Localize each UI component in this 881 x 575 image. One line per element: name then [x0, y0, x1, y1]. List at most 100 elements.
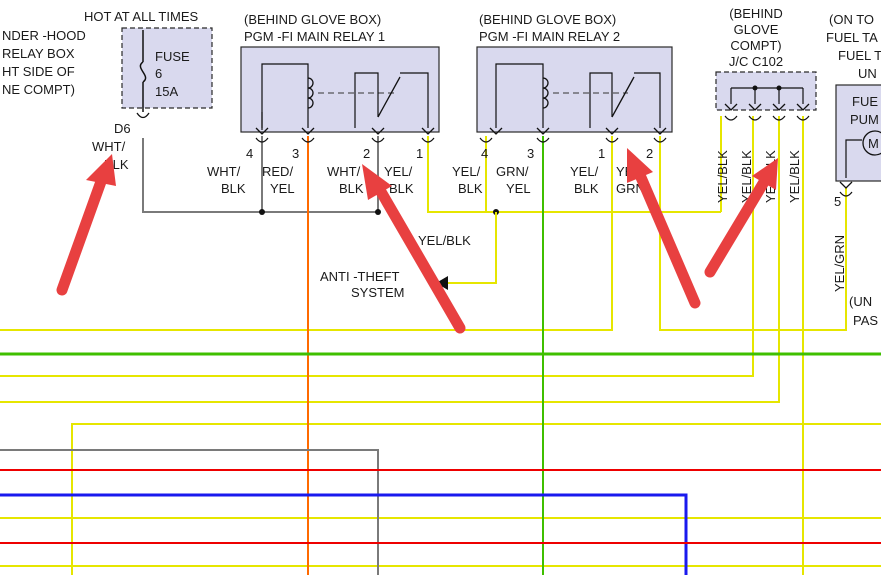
- underhood-line: NDER -HOOD: [2, 28, 86, 43]
- fuel-location: FUEL TA: [826, 30, 878, 45]
- relay-pin-number: 3: [527, 146, 534, 161]
- fuel-location: UN: [858, 66, 877, 81]
- wire-label: YEL/: [384, 164, 413, 179]
- connector-terminal-icon: [653, 137, 667, 143]
- underhood-line: HT SIDE OF: [2, 64, 75, 79]
- connector-terminal-icon: [839, 191, 853, 197]
- underhood-line: NE COMPT): [2, 82, 75, 97]
- motor-label: M: [868, 136, 879, 151]
- wire-label: RED/: [262, 164, 293, 179]
- fuel-pump-label: FUE: [852, 94, 878, 109]
- connector-terminal-icon: [301, 137, 315, 143]
- antitheft-label: SYSTEM: [351, 285, 404, 300]
- wire-yellow-lower: [71, 423, 881, 575]
- motor-icon: [862, 130, 881, 156]
- wire-yel-blk-jc1: [0, 116, 754, 377]
- fuel-pump-lead: [845, 139, 862, 178]
- fuel-pump-label: PUM: [850, 112, 879, 127]
- wire-label: GRN: [616, 181, 645, 196]
- pin-arrow-icon: [371, 127, 385, 135]
- pgm-fi-main-relay-2: (BEHIND GLOVE BOX) PGM -FI MAIN RELAY 2 …: [452, 12, 673, 196]
- relay-pin-number: 4: [246, 146, 253, 161]
- relay-coil-loop: [495, 63, 544, 128]
- relay-coil-loop: [261, 63, 309, 128]
- annotation-arrows: [56, 148, 778, 334]
- wire-label: YEL/: [570, 164, 599, 179]
- connector-terminal-icon: [371, 137, 385, 143]
- wire-label: WHT/: [207, 164, 241, 179]
- pin-arrow-icon: [605, 127, 619, 135]
- fuse-number: 6: [155, 66, 162, 81]
- fuel-note: (UN: [849, 294, 872, 309]
- fuse-box: [121, 27, 213, 109]
- relay-name: PGM -FI MAIN RELAY 1: [244, 29, 385, 44]
- splice-dot: [776, 85, 782, 91]
- relay-coil-icon: [307, 77, 314, 109]
- junction-name: J/C C102: [729, 54, 783, 69]
- pin-arrow-icon: [255, 127, 269, 135]
- fuse-name: FUSE: [155, 49, 190, 64]
- fuel-pump-box: [835, 84, 881, 182]
- connector-terminal-icon: [421, 137, 435, 143]
- pin-arrow-icon: [489, 127, 503, 135]
- wire-group-gray: [142, 136, 381, 215]
- relay-housing: [476, 46, 673, 133]
- junction-location: (BEHIND: [729, 6, 782, 21]
- connector-terminal-icon: [724, 115, 738, 121]
- wire-yel-blk-bus: [427, 136, 721, 213]
- splice-dot: [375, 209, 381, 215]
- wire-gray-lower: [0, 449, 379, 575]
- wire-label: GRN/: [496, 164, 529, 179]
- wire-label: BLK: [221, 181, 246, 196]
- fuse-rating: 15A: [155, 84, 178, 99]
- connector-terminal-icon: [255, 137, 269, 143]
- pin-arrow-icon: [796, 103, 810, 111]
- wire-yel-blk-antitheft: [448, 212, 497, 284]
- pin-arrow-icon: [421, 127, 435, 135]
- connector-terminal-icon: [748, 115, 762, 121]
- underhood-relay-box-note: NDER -HOOD RELAY BOX HT SIDE OF NE COMPT…: [2, 28, 86, 97]
- relay-name: PGM -FI MAIN RELAY 2: [479, 29, 620, 44]
- connector-terminal-icon: [136, 112, 150, 119]
- pin-arrow-icon: [748, 103, 762, 111]
- wire-label: BLK: [574, 181, 599, 196]
- connector-terminal-icon: [796, 115, 810, 121]
- splice-dot: [259, 209, 265, 215]
- relay-switch-path: [354, 72, 379, 128]
- relay-coil-icon: [542, 77, 549, 109]
- relay-location: (BEHIND GLOVE BOX): [479, 12, 616, 27]
- wire-label-vertical: YEL/GRN: [832, 235, 847, 292]
- junction-connector-c102: (BEHIND GLOVE COMPT) J/C C102 YEL/BLK YE…: [715, 6, 817, 203]
- red-arrow-icon: [56, 154, 116, 296]
- junction-box: [715, 71, 817, 111]
- wire-label: WHT/: [327, 164, 361, 179]
- pin-arrow-icon: [301, 127, 315, 135]
- fuse-header: HOT AT ALL TIMES: [84, 9, 198, 24]
- connector-terminal-icon: [772, 115, 786, 121]
- junction-location: COMPT): [730, 38, 781, 53]
- wire-blue-bus: [0, 493, 688, 575]
- red-arrow-icon: [362, 164, 466, 334]
- relay-location: (BEHIND GLOVE BOX): [244, 12, 381, 27]
- wire-label-vertical: YEL/BLK: [739, 150, 754, 203]
- fuel-note: PAS: [853, 313, 878, 328]
- fuse-6: HOT AT ALL TIMES FUSE 6 15A D6 WHT/ BLK: [84, 9, 213, 172]
- splice-dot: [752, 85, 758, 91]
- wire-label: YEL: [506, 181, 531, 196]
- relay-switch-path: [589, 72, 613, 128]
- wire-label: BLK: [458, 181, 483, 196]
- fuel-pump-pin: 5: [834, 194, 841, 209]
- wire-label-vertical: YEL/BLK: [715, 150, 730, 203]
- junction-location: GLOVE: [734, 22, 779, 37]
- relay-pin-number: 2: [363, 146, 370, 161]
- fuse-icon: [139, 61, 147, 83]
- red-arrow-icon: [704, 158, 778, 278]
- pin-arrow-icon: [536, 127, 550, 135]
- relay-housing: [240, 46, 440, 133]
- wire-label: YEL: [270, 181, 295, 196]
- wire-label: BLK: [339, 181, 364, 196]
- arrow-head-icon: [436, 276, 448, 290]
- wire-label: BLK: [389, 181, 414, 196]
